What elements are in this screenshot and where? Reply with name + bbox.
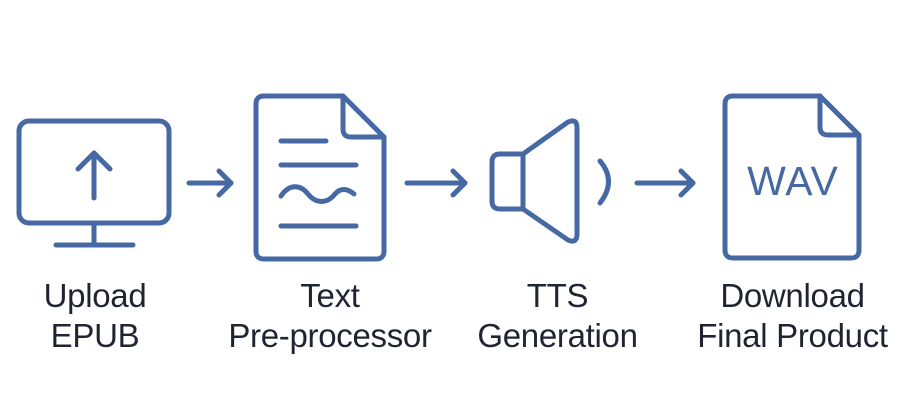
text-document-icon	[253, 93, 387, 262]
arrow-right-icon	[186, 168, 234, 198]
step-label-line: Text	[300, 277, 360, 314]
step-label-line: Download	[720, 277, 865, 314]
speaker-icon	[489, 118, 611, 244]
monitor-upload-icon	[16, 118, 172, 248]
step-label-tts: TTS Generation	[460, 276, 655, 356]
step-label-line: Upload	[43, 277, 147, 314]
step-label-line: Generation	[477, 317, 638, 354]
step-label-line: TTS	[526, 277, 589, 314]
wav-file-badge: WAV	[747, 158, 839, 204]
step-label-preprocessor: Text Pre-processor	[205, 276, 455, 356]
step-label-download: Download Final Product	[680, 276, 905, 356]
step-label-upload: Upload EPUB	[15, 276, 175, 356]
step-label-line: Pre-processor	[228, 317, 432, 354]
arrow-right-icon	[404, 168, 468, 198]
wav-file-icon: WAV	[722, 93, 862, 261]
arrow-right-icon	[634, 168, 696, 198]
step-label-line: EPUB	[50, 317, 140, 354]
step-label-line: Final Product	[697, 317, 888, 354]
